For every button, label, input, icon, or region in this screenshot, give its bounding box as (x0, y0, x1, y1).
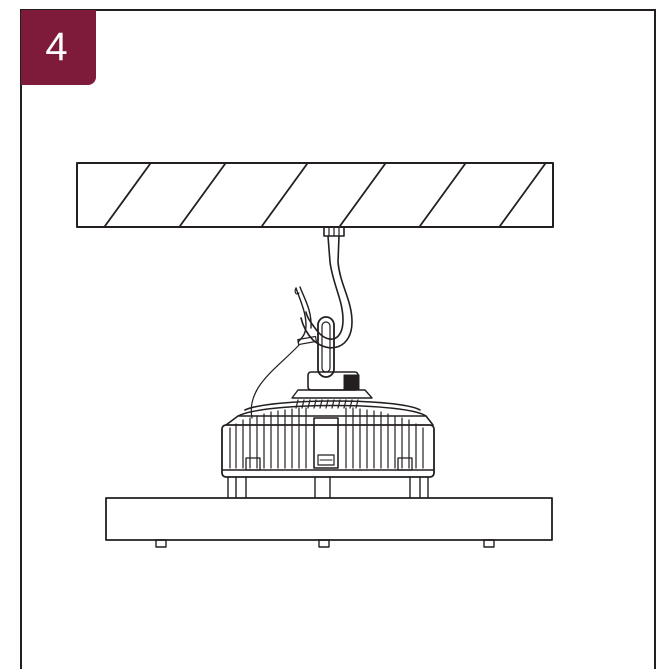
panel-tabs (155, 539, 495, 548)
hook-mount (323, 226, 345, 237)
ceiling-hook (300, 235, 353, 349)
instruction-panel (20, 9, 656, 669)
support-posts (227, 476, 429, 499)
ceiling-beam (76, 162, 554, 228)
light-panel (105, 497, 553, 541)
heatsink-fins (229, 399, 424, 469)
step-number-badge: 4 (21, 10, 96, 85)
housing-clips (245, 457, 413, 471)
safety-cable (250, 286, 317, 419)
mounting-bracket (291, 371, 373, 399)
driver-connector (313, 417, 339, 469)
